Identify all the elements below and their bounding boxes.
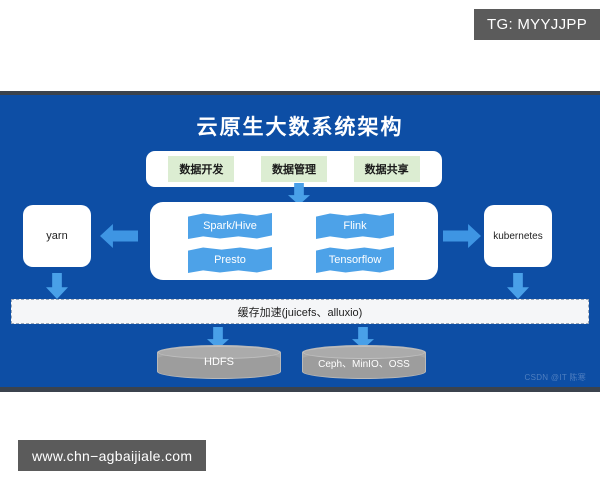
cache-acceleration-bar[interactable]: 缓存加速(juicefs、alluxio) bbox=[11, 299, 589, 324]
resource-manager-yarn[interactable]: yarn bbox=[23, 205, 91, 267]
storage-object-store-label: Ceph、MinIO、OSS bbox=[318, 358, 410, 370]
chip-data-development[interactable]: 数据开发 bbox=[168, 156, 235, 182]
compute-engine-container: Spark/Hive Flink Presto Tensorflow bbox=[150, 202, 438, 280]
resource-manager-kubernetes-label: kubernetes bbox=[493, 230, 543, 242]
storage-cylinder-hdfs[interactable]: HDFS bbox=[157, 345, 281, 379]
storage-hdfs-label: HDFS bbox=[204, 356, 234, 368]
chip-data-management[interactable]: 数据管理 bbox=[260, 156, 327, 182]
architecture-panel: 云原生大数系统架构 数据开发 数据管理 数据共享 yarn Spark/Hive… bbox=[0, 91, 600, 392]
engine-tensorflow[interactable]: Tensorflow bbox=[316, 247, 394, 273]
cache-acceleration-label: 缓存加速(juicefs、alluxio) bbox=[237, 306, 363, 319]
author-watermark: CSDN @IT 陈寒 bbox=[524, 373, 586, 382]
page-title: 云原生大数系统架构 bbox=[196, 116, 404, 139]
resource-manager-kubernetes[interactable]: kubernetes bbox=[484, 205, 552, 267]
resource-manager-yarn-label: yarn bbox=[46, 230, 68, 242]
chip-data-sharing[interactable]: 数据共享 bbox=[353, 156, 420, 182]
arrow-right-icon-engines-to-kubernetes bbox=[443, 224, 481, 248]
arrow-down-icon-kubernetes-to-cache bbox=[507, 273, 529, 299]
arrow-left-icon-engines-to-yarn bbox=[100, 224, 138, 248]
bottom-watermark-badge: www.chn−agbaijiale.com bbox=[18, 440, 207, 471]
arrow-down-icon-yarn-to-cache bbox=[46, 273, 68, 299]
storage-cylinder-object-store[interactable]: Ceph、MinIO、OSS bbox=[302, 345, 426, 379]
engine-spark-hive[interactable]: Spark/Hive bbox=[188, 213, 272, 239]
engine-flink[interactable]: Flink bbox=[316, 213, 394, 239]
top-watermark-badge: TG: MYYJJPP bbox=[474, 9, 600, 40]
engine-presto[interactable]: Presto bbox=[188, 247, 272, 273]
application-layer-container: 数据开发 数据管理 数据共享 bbox=[146, 151, 442, 187]
